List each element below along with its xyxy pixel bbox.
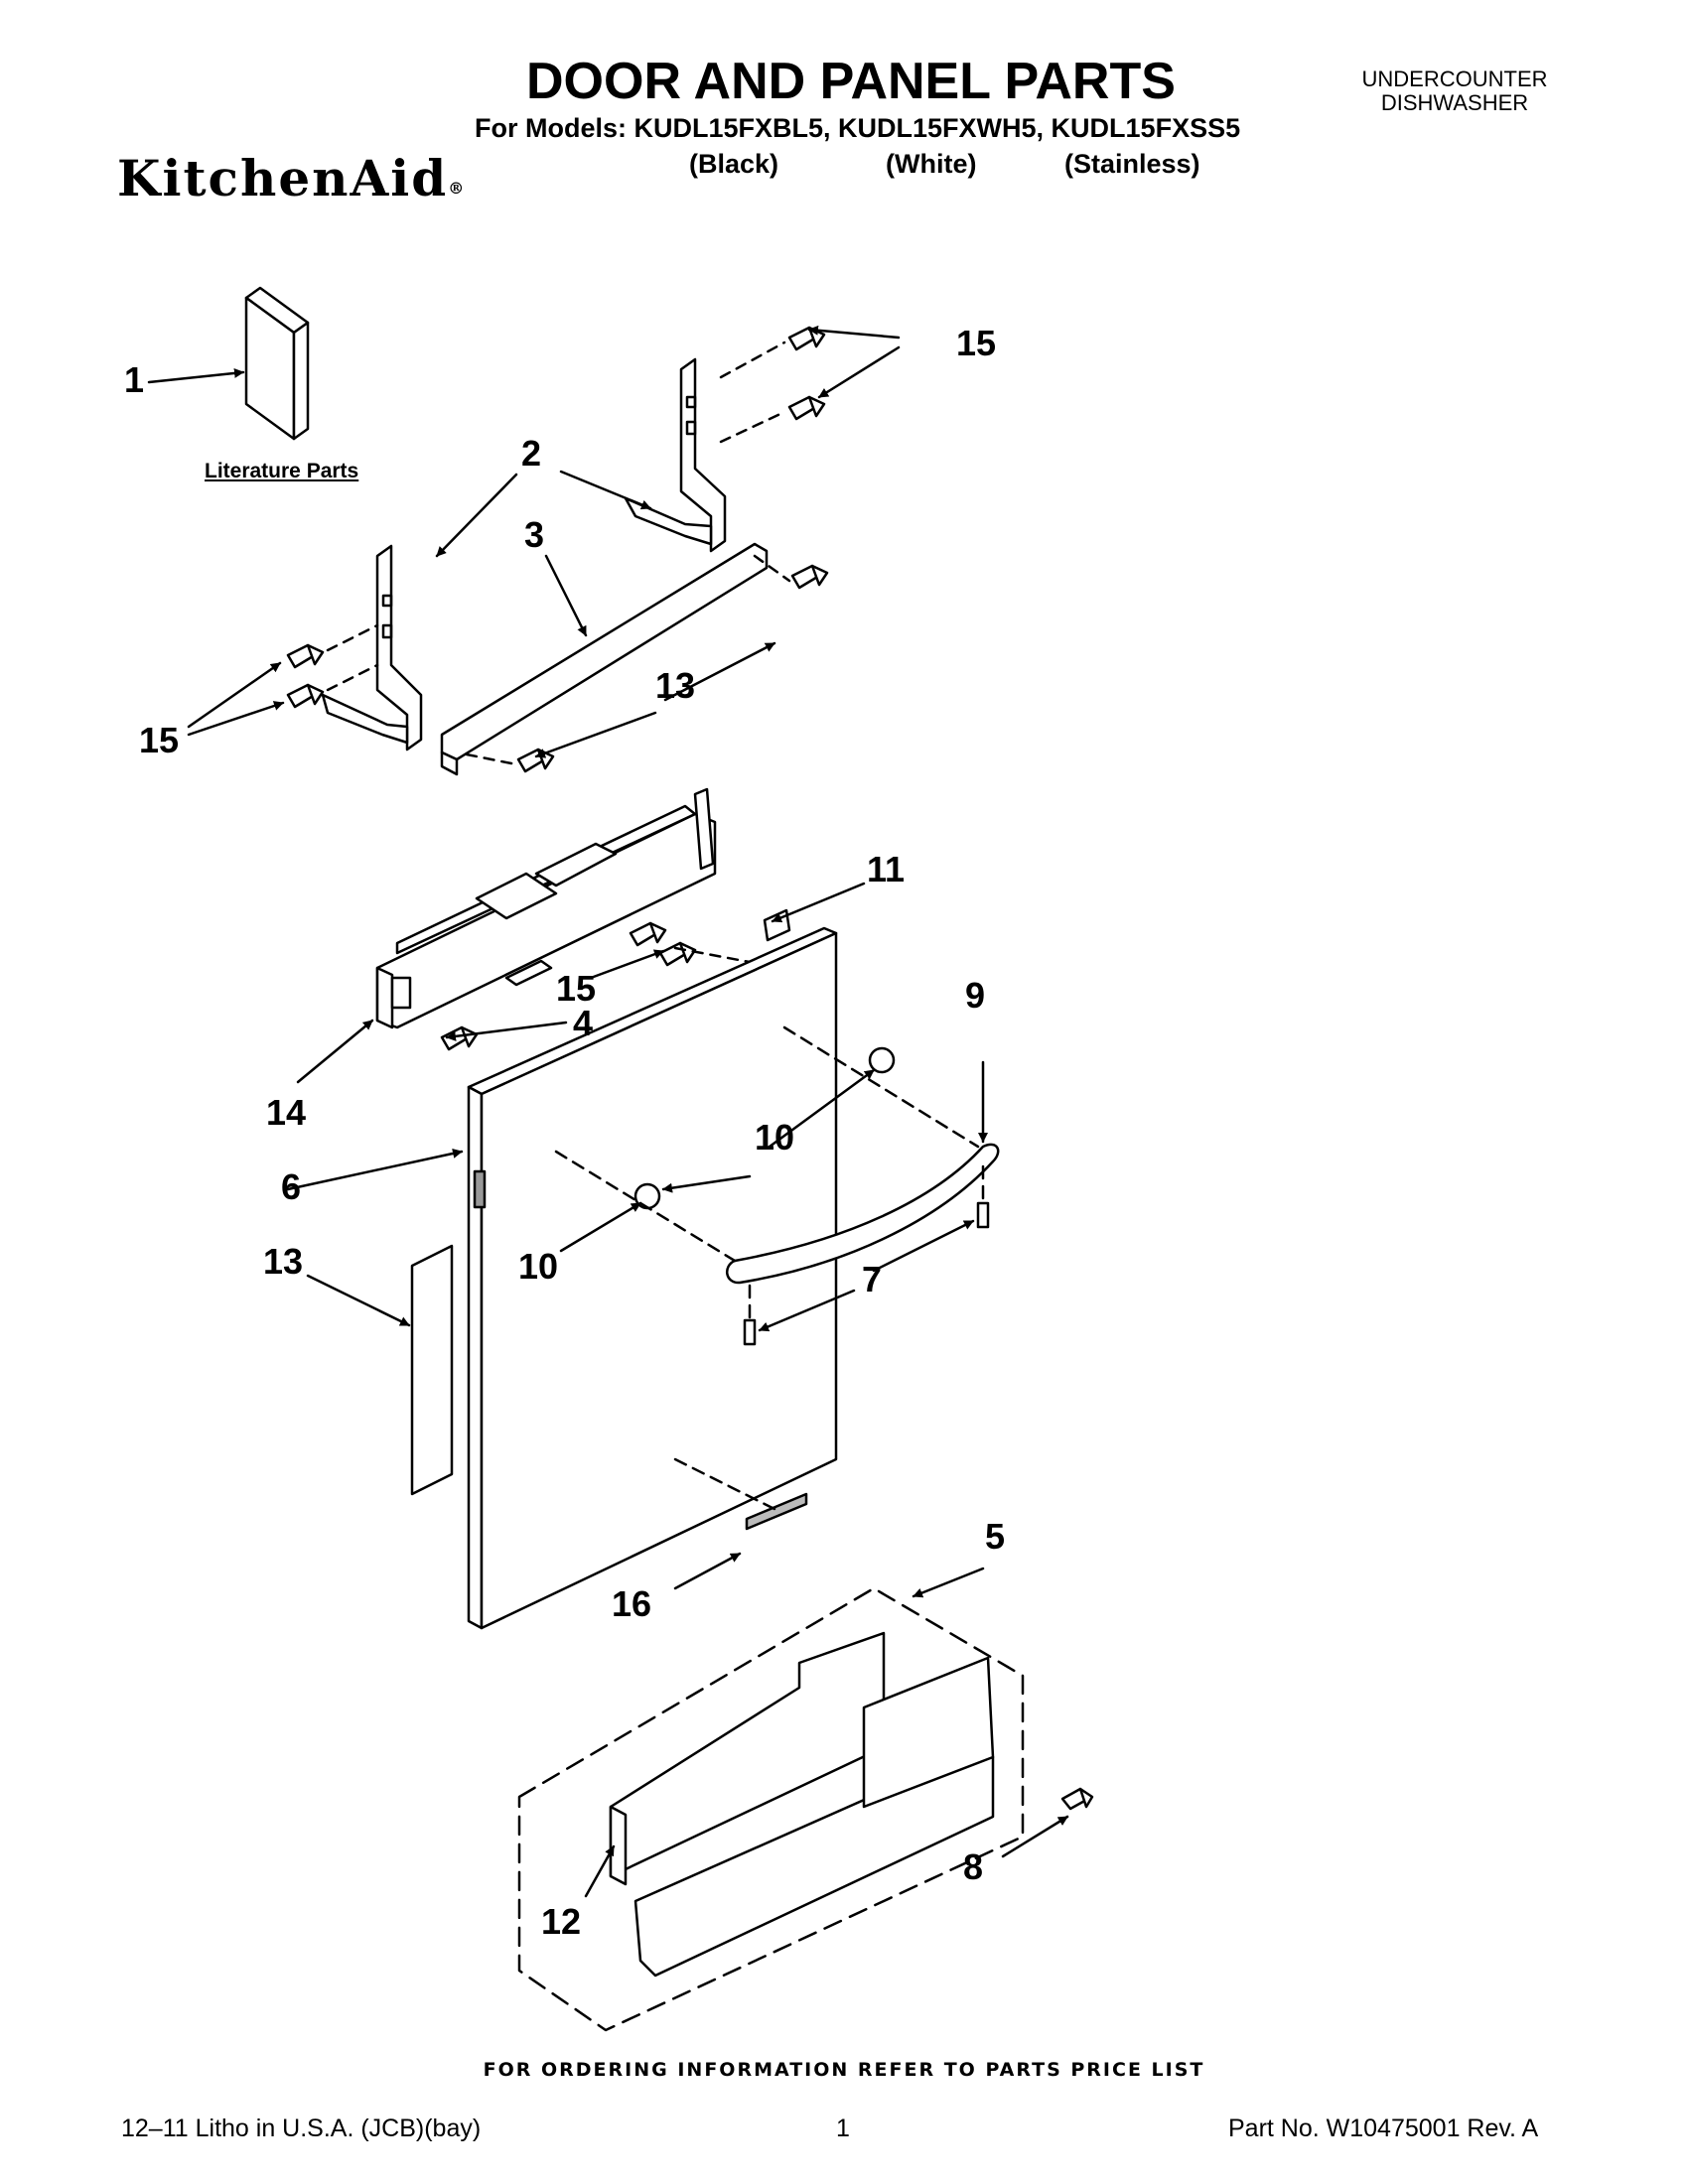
callout-13-left: 13 [263, 1241, 304, 1282]
appliance-type: UNDERCOUNTER DISHWASHER [1321, 68, 1589, 115]
brand-registered-mark: ® [448, 179, 467, 198]
brand-logo: KitchenAid® [117, 149, 466, 207]
callout-10-upper: 10 [755, 1117, 795, 1158]
callout-11: 11 [867, 849, 906, 889]
leader-arrows [147, 325, 1069, 1898]
models-line: For Models: KUDL15FXBL5, KUDL15FXWH5, KU… [475, 113, 1241, 143]
appliance-line-2: DISHWASHER [1380, 90, 1529, 115]
callout-3: 3 [524, 514, 545, 555]
brand-name: KitchenAid [117, 149, 449, 207]
callout-9: 9 [965, 975, 986, 1016]
variant-black: (Black) [689, 149, 779, 179]
door-outer-panel [467, 926, 838, 1630]
callout-4: 4 [573, 1003, 594, 1043]
toe-kick-group [517, 1586, 1025, 2032]
page-number: 1 [836, 2115, 850, 2142]
literature-book [244, 286, 310, 441]
callout-6: 6 [281, 1166, 302, 1207]
callout-14: 14 [266, 1092, 307, 1133]
callout-1: 1 [124, 359, 145, 400]
literature-parts-label: Literature Parts [205, 460, 359, 482]
callout-12: 12 [541, 1901, 582, 1942]
callout-7: 7 [862, 1259, 883, 1299]
part-number: Part No. W10475001 Rev. A [1228, 2115, 1539, 2142]
variant-stainless: (Stainless) [1064, 149, 1200, 179]
door-bracket-right [624, 357, 727, 553]
litho-info: 12–11 Litho in U.S.A. (JCB)(bay) [121, 2115, 482, 2142]
callout-8: 8 [963, 1846, 984, 1887]
callout-15-left: 15 [139, 720, 180, 760]
handle-mounts [633, 908, 990, 1346]
screws [286, 326, 1094, 1811]
door-bracket-left [321, 544, 423, 751]
door-handle [726, 1143, 1000, 1285]
callout-16: 16 [612, 1583, 652, 1624]
callout-15-middle: 15 [556, 968, 597, 1009]
insulation-sheet [410, 1244, 454, 1496]
callout-10-lower: 10 [518, 1246, 559, 1287]
callout-15-top-right: 15 [956, 323, 997, 363]
callout-5: 5 [985, 1516, 1006, 1557]
callout-13-top: 13 [655, 665, 696, 706]
handle-paths [554, 1025, 985, 1511]
variant-white: (White) [886, 149, 977, 179]
callout-2: 2 [521, 433, 542, 474]
appliance-line-1: UNDERCOUNTER [1361, 67, 1548, 91]
screw-paths [326, 341, 791, 965]
control-module [375, 787, 717, 1029]
ordering-note: FOR ORDERING INFORMATION REFER TO PARTS … [483, 2059, 1205, 2081]
page-title: DOOR AND PANEL PARTS [526, 53, 1176, 110]
panel-strip [440, 542, 769, 776]
